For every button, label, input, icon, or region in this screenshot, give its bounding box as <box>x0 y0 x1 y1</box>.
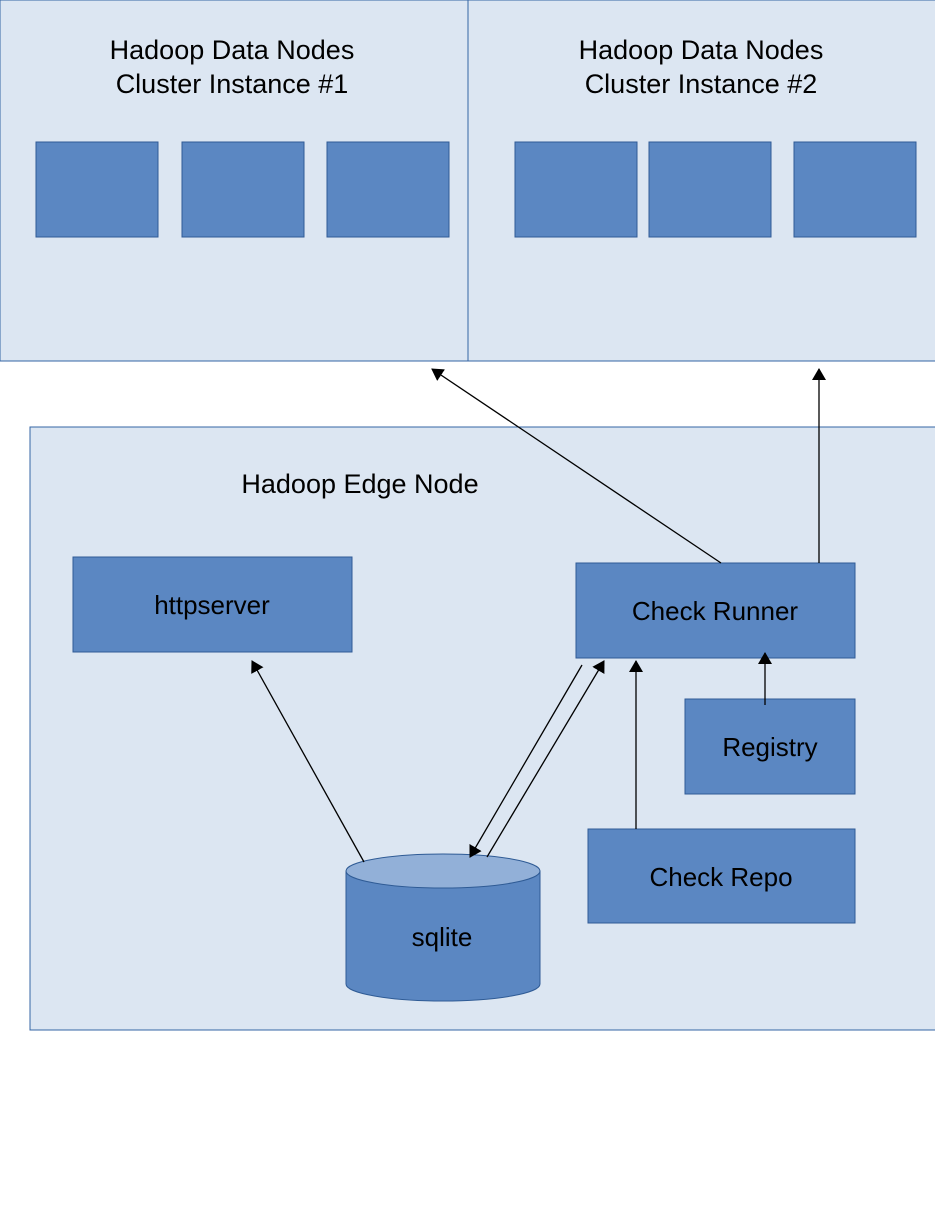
data-node-box <box>793 141 917 238</box>
httpserver-label: httpserver <box>154 590 270 620</box>
arrow-runner-to-cluster-1 <box>431 368 722 564</box>
sqlite-label: sqlite <box>412 922 473 952</box>
registry-box: Registry <box>684 698 856 795</box>
check-repo-box: Check Repo <box>587 828 856 924</box>
cluster-instance-1: Hadoop Data Nodes Cluster Instance #1 <box>0 0 469 362</box>
data-node-box <box>326 141 450 238</box>
check-runner-box: Check Runner <box>575 562 856 659</box>
data-node-box <box>514 141 638 238</box>
cluster-2-title-line2: Cluster Instance #2 <box>585 69 818 99</box>
data-node-box <box>648 141 772 238</box>
arrow-sqlite-to-httpserver <box>251 660 365 863</box>
registry-label: Registry <box>722 732 817 762</box>
arrow-runner-to-sqlite <box>469 664 583 858</box>
data-node-box <box>35 141 159 238</box>
cluster-1-title-line2: Cluster Instance #1 <box>116 69 349 99</box>
data-node-box <box>181 141 305 238</box>
check-runner-label: Check Runner <box>632 596 799 626</box>
edge-node-title: Hadoop Edge Node <box>241 469 478 499</box>
cluster-1-title-line1: Hadoop Data Nodes <box>110 35 355 65</box>
sqlite-database: sqlite <box>345 853 541 1002</box>
arrow-sqlite-to-runner <box>486 660 605 858</box>
check-repo-label: Check Repo <box>649 862 792 892</box>
httpserver-box: httpserver <box>72 556 353 653</box>
connection-arrows <box>251 368 826 863</box>
cluster-2-title-line1: Hadoop Data Nodes <box>579 35 824 65</box>
cluster-instance-2: Hadoop Data Nodes Cluster Instance #2 <box>467 0 935 362</box>
